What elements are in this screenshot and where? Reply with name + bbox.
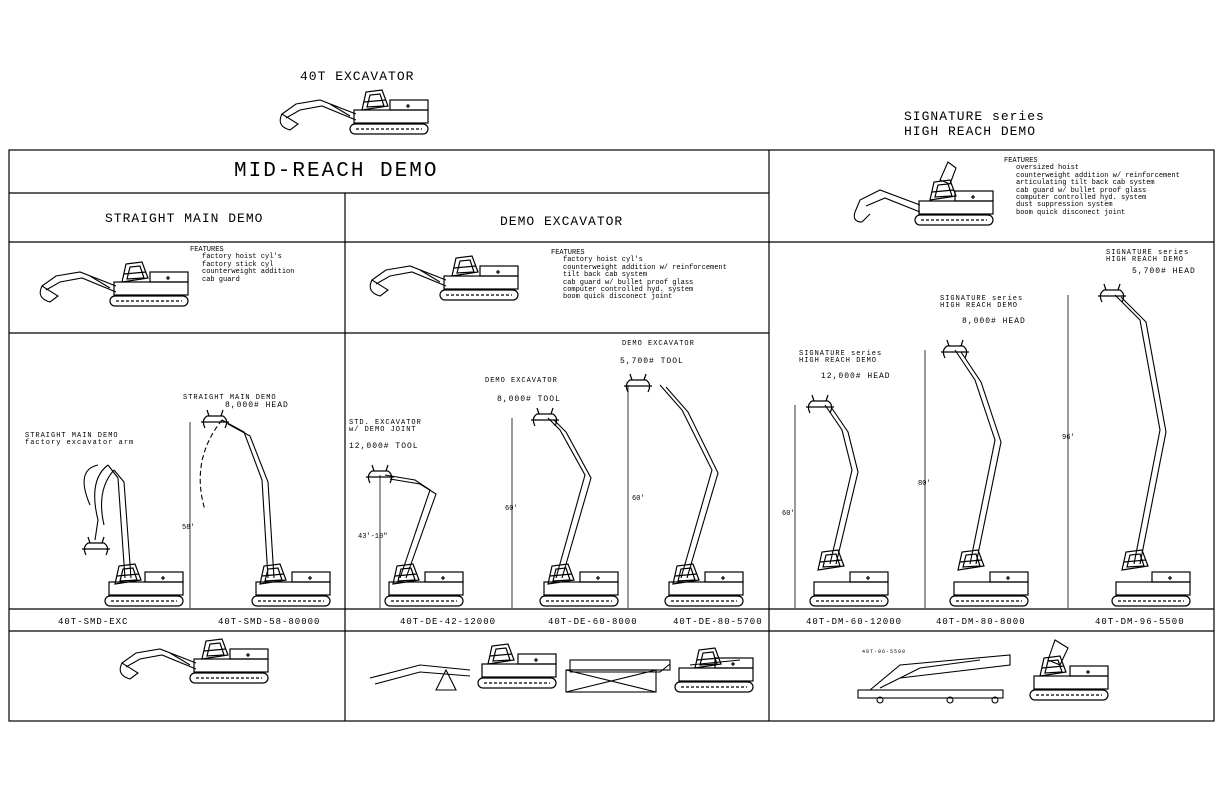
- feature-item: boom quick disconect joint: [1016, 208, 1126, 217]
- dm-80-height: 80': [918, 480, 931, 488]
- machine-de-60-icon: [511, 407, 619, 608]
- feature-item: computer controlled hyd. system: [563, 286, 694, 295]
- signature-high-reach-title: HIGH REACH DEMO: [904, 124, 1037, 139]
- code-dm-80: 40T-DM-80-8000: [936, 617, 1026, 627]
- code-de-80: 40T-DE-80-5700: [673, 617, 763, 627]
- straight-main-title: STRAIGHT MAIN DEMO: [105, 211, 264, 226]
- machine-label-line: 12,000# HEAD: [821, 371, 891, 381]
- de-60-label: DEMO EXCAVATOR 8,000# TOOL: [485, 377, 561, 405]
- machine-label-line: SIGNATURE series: [799, 350, 883, 358]
- code-de-60: 40T-DE-60-8000: [548, 617, 638, 627]
- code-dm-96: 40T-DM-96-5500: [1095, 617, 1185, 627]
- feature-item: counterweight addition w/ reinforcement: [563, 263, 727, 272]
- machine-label-line: factory excavator arm: [25, 439, 135, 448]
- machine-dm-80-icon: [924, 339, 1029, 608]
- machine-smd-exc-icon: [81, 464, 184, 607]
- machine-label-line: 8,000# HEAD: [225, 401, 289, 411]
- code-smd-exc: 40T-SMD-EXC: [58, 617, 129, 627]
- dm-60-label: SIGNATURE series HIGH REACH DEMO 12,000#…: [799, 350, 891, 381]
- machine-label-line: SIGNATURE series: [1106, 249, 1190, 257]
- feature-item: factory hoist cyl's: [563, 256, 643, 265]
- feature-item: factory stick cyl: [202, 260, 274, 269]
- feature-item: dust suppression system: [1016, 201, 1113, 210]
- machine-label-line: STRAIGHT MAIN DEMO: [183, 394, 277, 402]
- smd-exc-label: STRAIGHT MAIN DEMO factory excavator arm: [25, 432, 135, 448]
- code-dm-60: 40T-DM-60-12000: [806, 617, 903, 627]
- smd-58-label: STRAIGHT MAIN DEMO 8,000# HEAD: [183, 394, 289, 411]
- mid-reach-title: MID-REACH DEMO: [234, 160, 439, 183]
- feature-item: computer controlled hyd. system: [1016, 194, 1147, 203]
- machine-label-line: HIGH REACH DEMO: [940, 302, 1019, 311]
- machine-label-line: w/ DEMO JOINT: [349, 426, 417, 435]
- de-42-height: 43'-10": [358, 533, 388, 541]
- feature-item: cab guard: [202, 275, 240, 284]
- dm-60-height: 60': [782, 510, 795, 518]
- transport-label: 40T-96-5500: [862, 649, 907, 655]
- machine-dm-96-icon: [1067, 283, 1191, 608]
- transport-de-42-icon: [369, 643, 557, 691]
- de-60-height: 60': [505, 505, 518, 513]
- machine-label-line: 12,000# TOOL: [349, 441, 419, 451]
- excavator-40t-title: 40T EXCAVATOR: [300, 69, 415, 84]
- machine-label-line: STD. EXCAVATOR: [349, 419, 422, 427]
- features-heading: FEATURES: [190, 246, 224, 254]
- machine-label-line: DEMO EXCAVATOR: [485, 377, 558, 385]
- machine-label-line: 5,700# TOOL: [620, 357, 684, 367]
- feature-item: cab guard w/ bullet proof glass: [1016, 186, 1147, 195]
- features-heading: FEATURES: [1004, 157, 1038, 165]
- feature-item: tilt back cab system: [563, 271, 648, 280]
- feature-item: cab guard w/ bullet proof glass: [563, 278, 694, 287]
- de-80-label: DEMO EXCAVATOR 5,700# TOOL: [620, 340, 695, 367]
- excavator-40t-icon: [280, 90, 428, 134]
- machine-de-42-icon: [365, 464, 464, 608]
- feature-item: oversized hoist: [1016, 164, 1080, 173]
- demo-feature-machine-icon: [370, 256, 518, 300]
- dm-96-height: 96': [1062, 434, 1075, 442]
- code-smd-58: 40T-SMD-58-80000: [218, 617, 321, 627]
- signature-series-title: SIGNATURE series: [904, 109, 1045, 124]
- features-heading: FEATURES: [551, 249, 585, 257]
- transport-smd-icon: [120, 639, 268, 683]
- machine-label-line: HIGH REACH DEMO: [1106, 256, 1185, 265]
- signature-features-list: FEATURES oversized hoist counterweight a…: [1004, 157, 1180, 217]
- feature-item: articulating tilt back cab system: [1016, 179, 1155, 188]
- feature-item: factory hoist cyl's: [202, 253, 282, 262]
- feature-item: counterweight addition: [202, 268, 295, 277]
- transport-de-60-icon: [565, 647, 754, 693]
- machine-label-line: STRAIGHT MAIN DEMO: [25, 432, 119, 440]
- straight-feature-machine-icon: [40, 262, 188, 306]
- machine-de-80-icon: [623, 373, 744, 608]
- demo-features-list: FEATURES factory hoist cyl's counterweig…: [551, 249, 727, 302]
- code-de-42: 40T-DE-42-12000: [400, 617, 497, 627]
- feature-item: boom quick disconect joint: [563, 293, 673, 302]
- dm-96-label: SIGNATURE series HIGH REACH DEMO 5,700# …: [1106, 249, 1196, 276]
- machine-label-line: 8,000# HEAD: [962, 316, 1026, 326]
- signature-machine-icon: [853, 161, 994, 226]
- machine-label-line: HIGH REACH DEMO: [799, 357, 878, 366]
- machine-label-line: SIGNATURE series: [940, 295, 1024, 303]
- machine-dm-60-icon: [794, 394, 889, 608]
- demo-excavator-title: DEMO EXCAVATOR: [500, 214, 624, 229]
- de-80-height: 60': [632, 495, 645, 503]
- machine-smd-58-icon: [189, 409, 331, 608]
- table-grid: [8, 149, 1215, 722]
- transport-dm-icon: [857, 639, 1109, 704]
- straight-features-list: FEATURES factory hoist cyl's factory sti…: [190, 246, 295, 284]
- machine-label-line: 8,000# TOOL: [497, 395, 561, 405]
- machine-label-line: DEMO EXCAVATOR: [622, 340, 695, 348]
- de-42-label: STD. EXCAVATOR w/ DEMO JOINT 12,000# TOO…: [349, 419, 422, 451]
- dm-80-label: SIGNATURE series HIGH REACH DEMO 8,000# …: [940, 295, 1026, 326]
- feature-item: counterweight addition w/ reinforcement: [1016, 171, 1180, 180]
- machine-label-line: 5,700# HEAD: [1132, 266, 1196, 276]
- smd-58-height: 58': [182, 524, 195, 532]
